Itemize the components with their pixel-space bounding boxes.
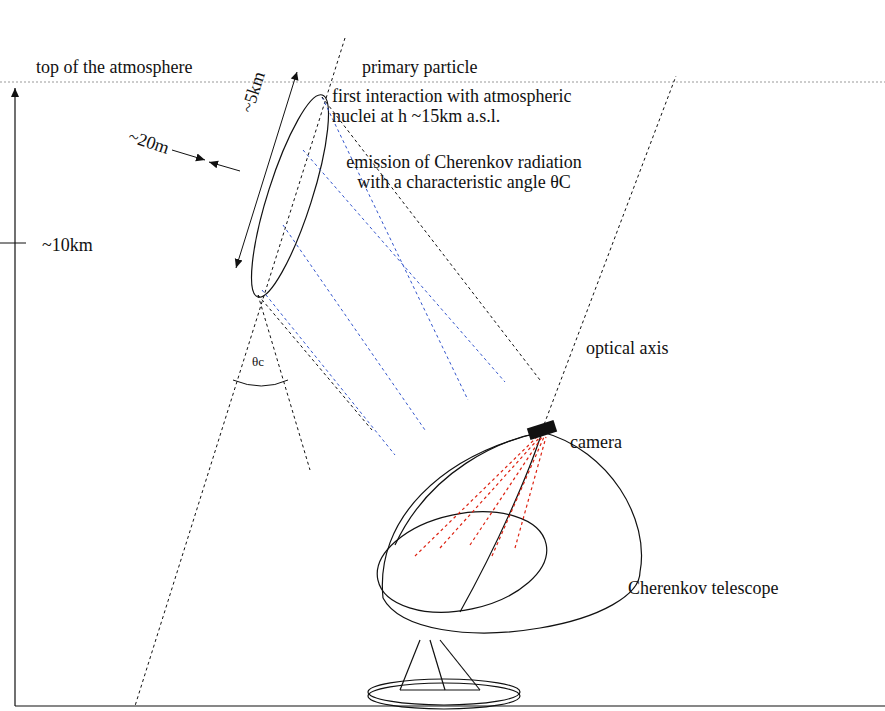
length-dimension: ~5km: [237, 69, 269, 115]
telescope-label: Cherenkov telescope: [628, 578, 778, 598]
camera-label: camera: [570, 432, 622, 452]
atmosphere-label: top of the atmosphere: [36, 57, 192, 77]
emission-note: emission of Cherenkov radiation with a c…: [344, 152, 584, 192]
interaction-note: first interaction with atmospheric nucle…: [332, 86, 572, 126]
particle-label: primary particle: [362, 57, 477, 77]
height-dimension: ~10km: [42, 235, 93, 255]
width-dimension: ~20m: [126, 126, 172, 158]
angle-label: θc: [252, 352, 264, 372]
axis-label: optical axis: [586, 338, 668, 358]
